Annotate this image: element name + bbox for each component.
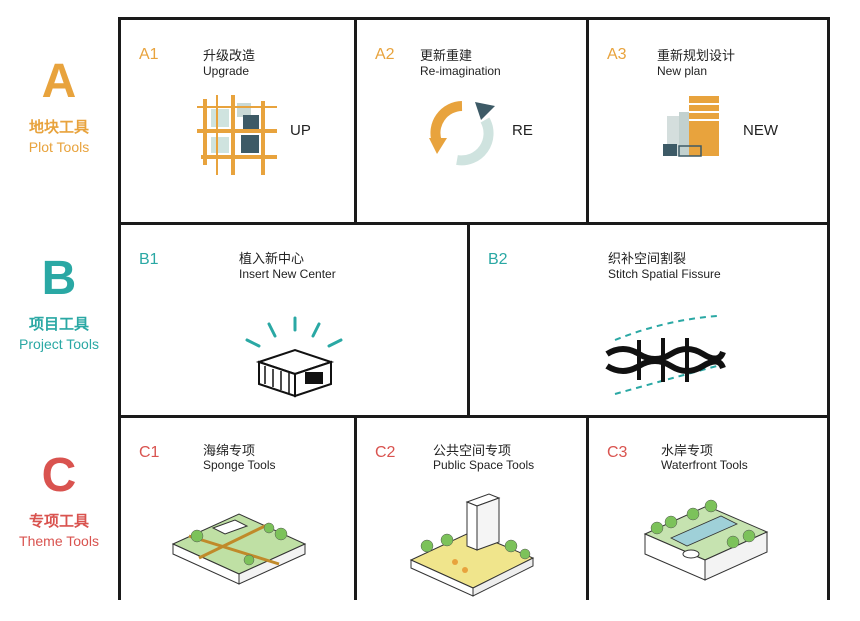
row-title-en: Plot Tools — [28, 139, 90, 155]
row-letter: B — [41, 252, 77, 305]
public-space-icon — [409, 493, 535, 597]
tool-code: C2 — [375, 444, 396, 461]
row-title-en: Project Tools — [19, 336, 99, 352]
tool-title-cn: 升级改造 — [203, 49, 256, 64]
tool-card-sponge[interactable]: C1 海绵专项 Sponge Tools — [121, 418, 354, 600]
tool-code: A1 — [139, 46, 159, 63]
tool-title-en: Re-imagination — [420, 64, 501, 78]
row-title-cn: 地块工具 — [28, 118, 89, 136]
stitch-icon — [605, 315, 726, 395]
waterfront-icon — [643, 499, 769, 581]
row-divider — [121, 415, 827, 418]
upgrade-icon — [197, 95, 277, 175]
sponge-city-icon — [171, 513, 307, 585]
tool-code: B1 — [139, 251, 159, 268]
tool-title-cn: 重新规划设计 — [657, 49, 736, 64]
tool-title-en: Upgrade — [203, 64, 250, 78]
new-center-building-icon — [245, 316, 343, 398]
tool-title-cn: 海绵专项 — [203, 444, 256, 459]
tool-card-upgrade[interactable]: A1 升级改造 Upgrade UP — [121, 20, 354, 222]
tool-title-cn: 公共空间专项 — [433, 444, 512, 459]
tool-title-cn: 植入新中心 — [239, 252, 305, 267]
row-letter: C — [41, 449, 77, 502]
tool-card-public-space[interactable]: C2 公共空间专项 Public Space Tools — [357, 418, 586, 600]
tool-tag: RE — [512, 122, 533, 139]
new-plan-icon — [663, 96, 719, 157]
tool-tag: UP — [290, 122, 311, 139]
row-label-plot: A 地块工具 Plot Tools — [0, 55, 118, 156]
tool-card-stitch-spatial-fissure[interactable]: B2 织补空间割裂 Stitch Spatial Fissure — [470, 225, 827, 415]
tool-title-en: Insert New Center — [239, 267, 336, 281]
tool-title-cn: 更新重建 — [420, 49, 473, 64]
tool-card-reimagination[interactable]: A2 更新重建 Re-imagination RE — [357, 20, 586, 222]
tool-code: A3 — [607, 46, 627, 63]
row-label-theme: C 专项工具 Theme Tools — [0, 449, 118, 550]
tool-code: C3 — [607, 444, 628, 461]
tool-card-insert-new-center[interactable]: B1 植入新中心 Insert New Center — [121, 225, 467, 415]
tool-tag: NEW — [743, 122, 778, 139]
tool-title-en: Sponge Tools — [203, 458, 276, 472]
col-divider — [586, 20, 589, 222]
col-divider — [467, 225, 470, 415]
row-letter: A — [41, 55, 77, 108]
tool-title-en: Public Space Tools — [433, 458, 535, 472]
col-divider — [354, 418, 357, 600]
col-divider — [586, 418, 589, 600]
tool-code: C1 — [139, 444, 160, 461]
row-title-en: Theme Tools — [19, 533, 99, 549]
tool-code: B2 — [488, 251, 508, 268]
row-title-cn: 项目工具 — [28, 315, 89, 333]
tool-card-new-plan[interactable]: A3 重新规划设计 New plan NEW — [589, 20, 827, 222]
tool-title-en: New plan — [657, 64, 708, 78]
tool-title-en: Waterfront Tools — [661, 458, 748, 472]
tool-title-cn: 水岸专项 — [661, 444, 714, 459]
row-divider — [121, 222, 827, 225]
tools-grid: A1 升级改造 Upgrade UP A2 更新重建 Re- — [118, 17, 830, 600]
tool-code: A2 — [375, 46, 395, 63]
tool-title-cn: 织补空间割裂 — [608, 252, 687, 267]
col-divider — [354, 20, 357, 222]
tool-card-waterfront[interactable]: C3 水岸专项 Waterfront Tools — [589, 418, 827, 600]
refresh-icon — [429, 101, 495, 166]
row-label-project: B 项目工具 Project Tools — [0, 252, 118, 353]
row-title-cn: 专项工具 — [28, 512, 89, 530]
tool-title-en: Stitch Spatial Fissure — [608, 267, 721, 281]
